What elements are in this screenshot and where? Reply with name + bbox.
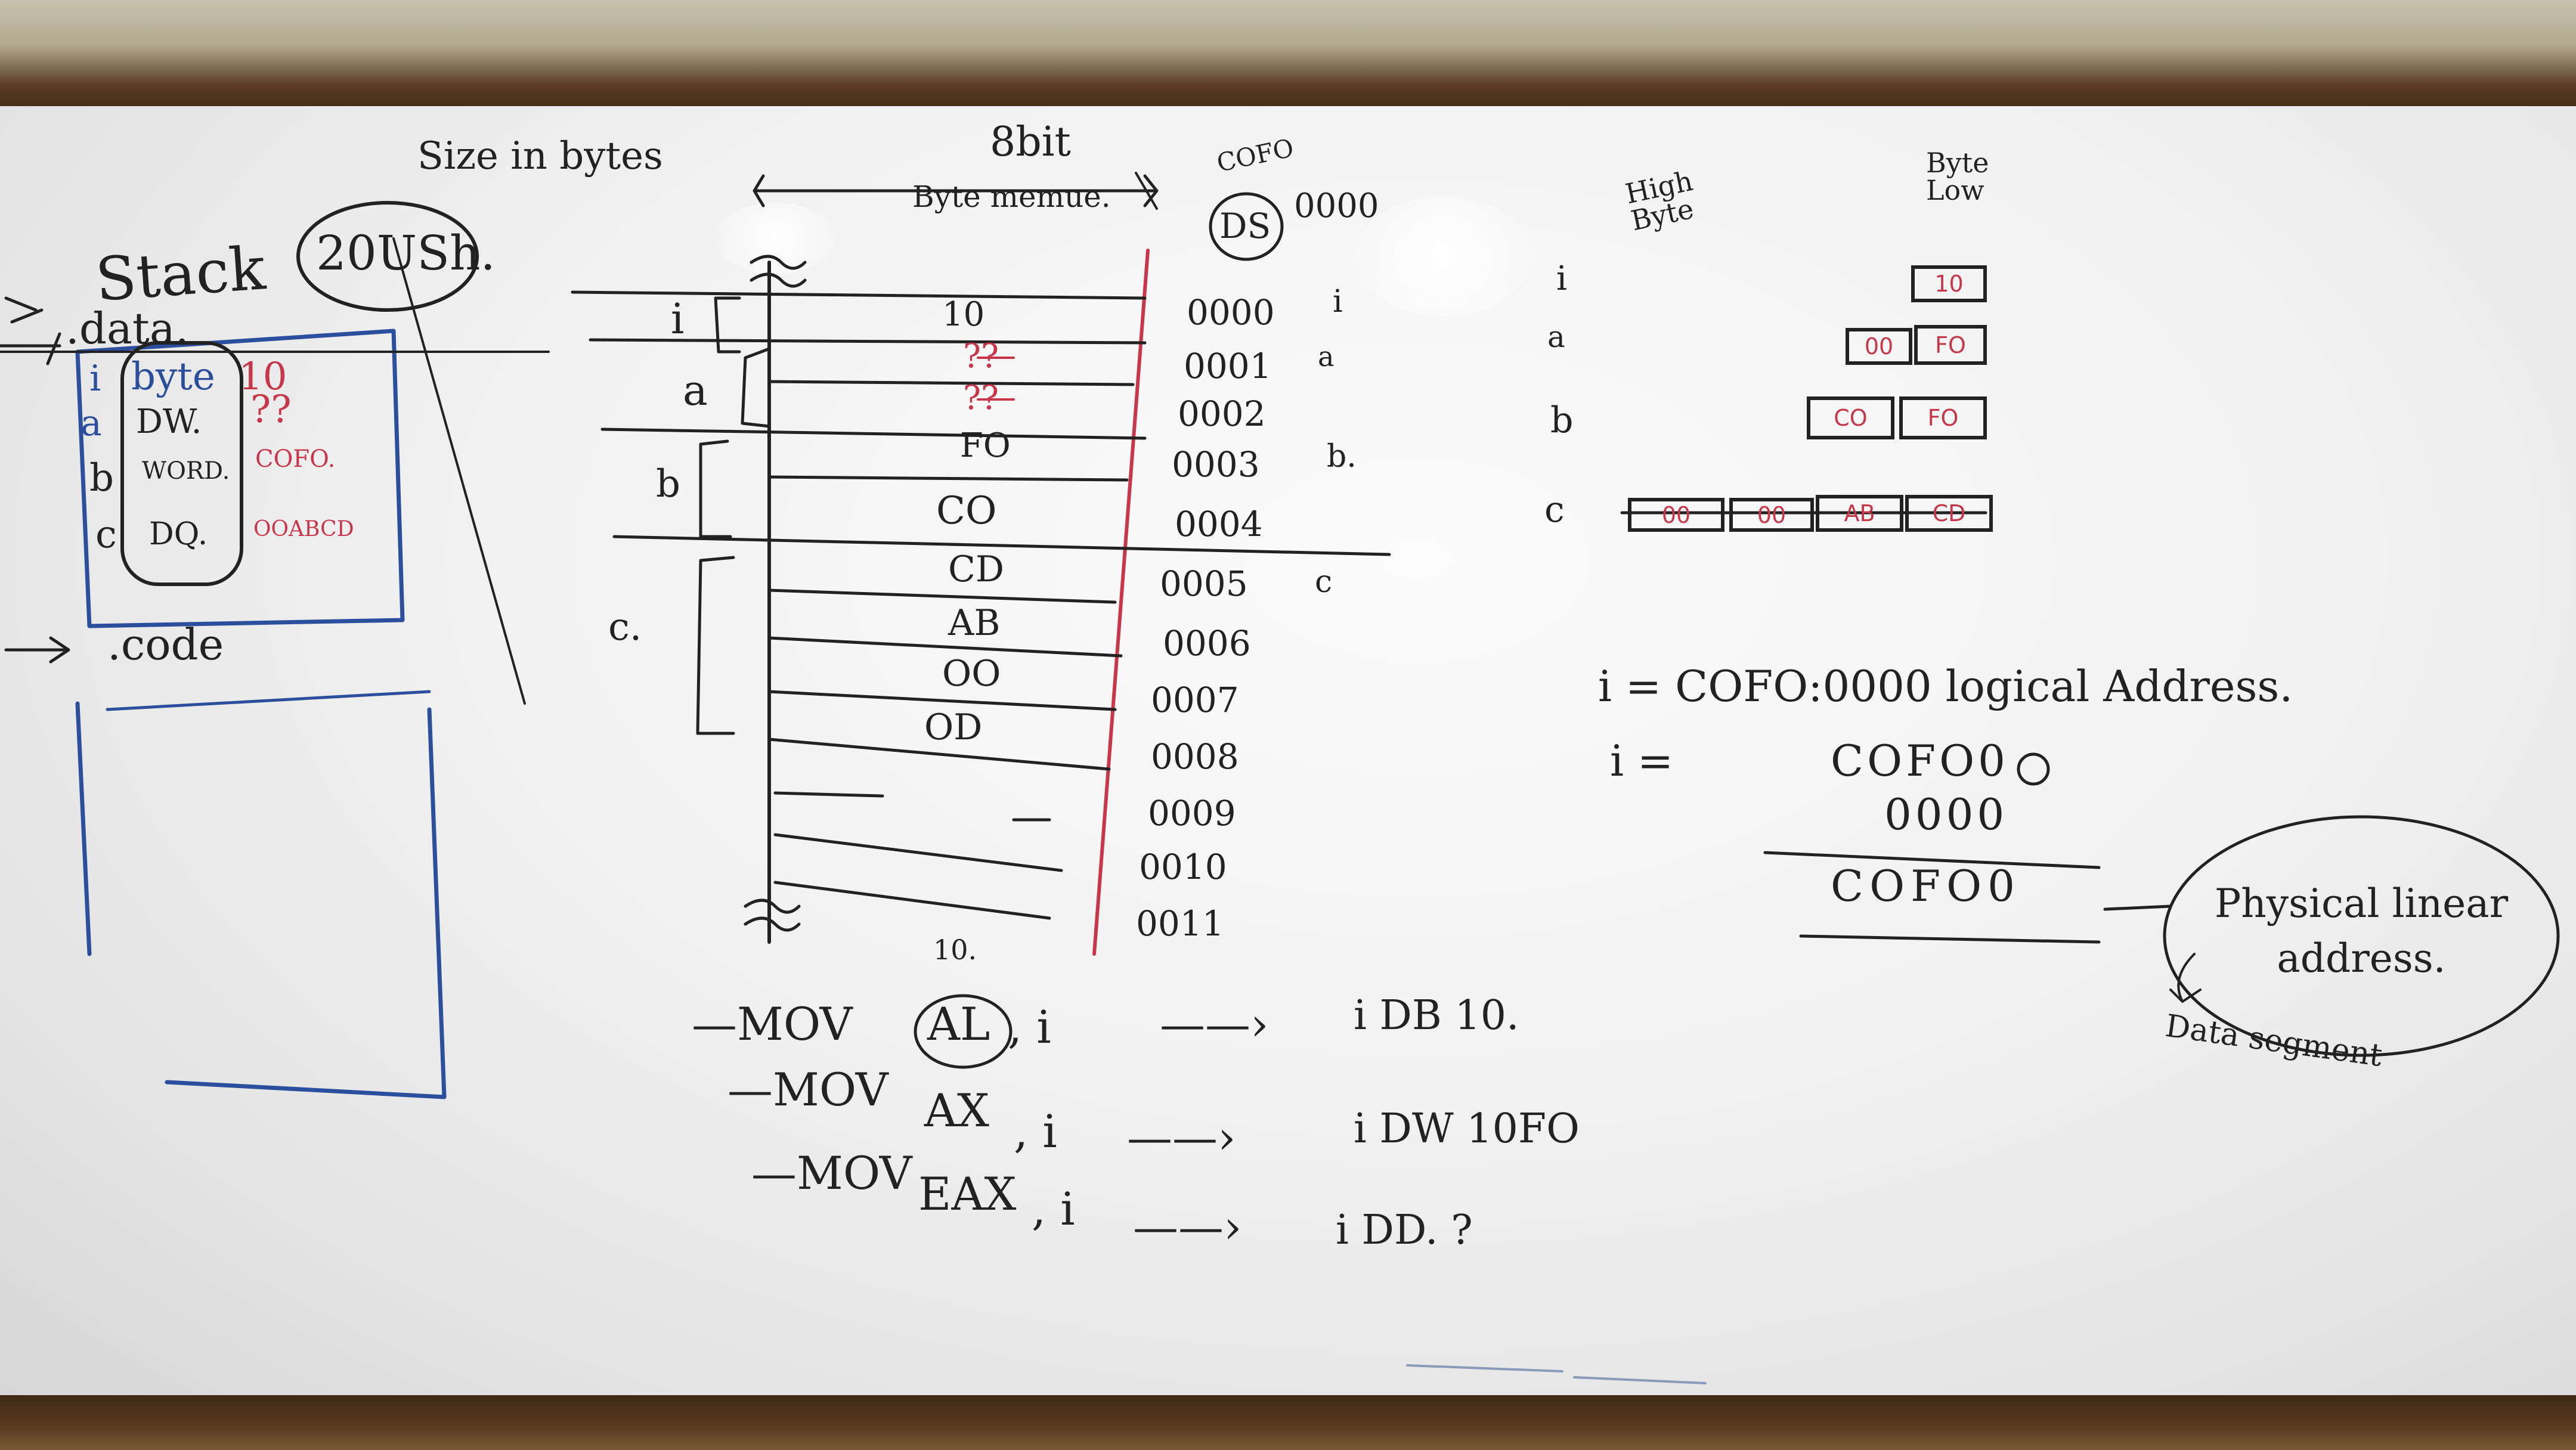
instruction-register: EAX xyxy=(918,1167,1017,1220)
instruction-arrow: ——› xyxy=(1127,1111,1236,1164)
memory-address: 0007 xyxy=(1151,680,1239,720)
memory-address: 0010 xyxy=(1139,847,1227,887)
memory-address: 0003 xyxy=(1172,444,1260,485)
decl-value-a: ?? xyxy=(250,388,292,432)
decl-value-i: 10 xyxy=(239,355,287,399)
byte-row-label-a: a xyxy=(1547,320,1565,354)
instruction-declaration: i DD. ? xyxy=(1336,1207,1473,1254)
memory-cell: 10 xyxy=(942,295,985,334)
instruction-mov: —MOV xyxy=(727,1063,888,1116)
byte-cell-i: 10 xyxy=(1911,265,1987,302)
decl-name-c: c xyxy=(95,513,117,557)
bracket-label-a: a xyxy=(683,366,708,415)
instruction-arrow: ——› xyxy=(1133,1200,1242,1253)
memory-address: 0011 xyxy=(1136,903,1224,944)
right-label-a: a xyxy=(1318,340,1335,373)
memory-cell: ?? xyxy=(963,337,999,376)
decl-type-i: byte xyxy=(131,355,215,399)
low-byte-label: Byte Low xyxy=(1926,147,1989,206)
instruction-operand: , i xyxy=(1008,1000,1051,1054)
instruction-mov: —MOV xyxy=(751,1147,912,1200)
size-value: 20USh. xyxy=(316,225,496,281)
ds-label: DS xyxy=(1219,206,1271,246)
memory-address: 0000 xyxy=(1187,292,1275,333)
stack-label: Stack xyxy=(93,233,268,315)
memory-address: 0006 xyxy=(1163,623,1251,664)
memory-address: 0008 xyxy=(1151,736,1239,777)
decl-name-a: a xyxy=(80,402,102,444)
byte-cell-b: CO xyxy=(1807,396,1894,439)
bracket-label-i: i xyxy=(671,295,685,343)
byte-cell-c: 00 xyxy=(1628,498,1724,532)
byte-cell-b: FO xyxy=(1899,396,1987,439)
memory-cell: AB xyxy=(948,602,1001,644)
decl-type-c: DQ. xyxy=(149,516,208,552)
decl-type-a: DW. xyxy=(136,402,202,441)
decl-type-b: WORD. xyxy=(142,457,230,485)
memory-cell: CD xyxy=(948,549,1005,590)
instruction-declaration: i DW 10FO xyxy=(1354,1105,1580,1152)
physical-address-note: Physical linear address. xyxy=(2214,881,2509,982)
instruction-arrow: ——› xyxy=(1160,997,1269,1051)
byte-row-label-c: c xyxy=(1544,489,1565,531)
decl-value-b: COFO. xyxy=(255,445,336,473)
right-label-c: c xyxy=(1315,564,1333,600)
data-label: .data. xyxy=(66,303,189,354)
decl-name-b: b xyxy=(89,456,114,500)
byte-row-label-i: i xyxy=(1556,259,1567,298)
byte-cell-c: CD xyxy=(1905,495,1993,532)
whiteboard-frame-top xyxy=(0,0,2576,113)
calc-line-2: i = xyxy=(1610,736,1674,786)
memory-address: 0004 xyxy=(1175,504,1263,544)
memory-cell: FO xyxy=(960,426,1011,465)
high-byte-label: High Byte xyxy=(1622,164,1696,237)
calc-result: COFO0 xyxy=(1831,861,2021,911)
memory-cell: OD xyxy=(924,707,983,748)
instruction-register: AX xyxy=(924,1084,989,1137)
byte-cell-c: AB xyxy=(1816,495,1903,532)
whiteboard-frame-bottom xyxy=(0,1395,2576,1450)
size-in-bytes-note: Size in bytes xyxy=(417,134,663,178)
byte-cell-a: FO xyxy=(1914,325,1987,365)
byte-cell-c: 00 xyxy=(1729,498,1814,532)
byte-row-label-b: b xyxy=(1550,399,1574,441)
memory-address: 0005 xyxy=(1160,563,1248,604)
bracket-label-b: b xyxy=(656,462,680,506)
memory-address: 0002 xyxy=(1178,394,1266,434)
memory-bits-label: 8bit xyxy=(990,119,1071,166)
memory-header-label: Byte memue. xyxy=(912,179,1111,214)
code-label: .code xyxy=(107,619,224,670)
calc-operand-1: COFO0 xyxy=(1831,736,2009,786)
al-note: 10. xyxy=(933,934,977,966)
logical-address-line: i = COFO:0000 logical Address. xyxy=(1598,661,2293,711)
bracket-label-c: c. xyxy=(608,605,642,649)
instruction-operand: , i xyxy=(1032,1182,1075,1235)
instruction-register: AL xyxy=(927,997,990,1051)
instruction-mov: —MOV xyxy=(692,997,853,1051)
instruction-operand: , i xyxy=(1014,1105,1057,1158)
right-label-i: i xyxy=(1333,284,1343,320)
calc-operand-2: 0000 xyxy=(1884,789,2008,839)
light-glare xyxy=(716,203,835,274)
light-glare xyxy=(1354,197,1532,316)
memory-cell: OO xyxy=(942,653,1001,695)
memory-cell: CO xyxy=(936,489,997,533)
byte-cell-a: 00 xyxy=(1846,328,1912,365)
instruction-declaration: i DB 10. xyxy=(1354,992,1519,1039)
memory-address: 0009 xyxy=(1148,793,1236,834)
ds-value: 0000 xyxy=(1294,187,1379,225)
memory-address: 0001 xyxy=(1184,346,1272,386)
decl-value-c: OOABCD xyxy=(253,517,354,541)
right-label-b: b. xyxy=(1327,439,1357,475)
decl-name-i: i xyxy=(89,358,101,399)
memory-cell: ?? xyxy=(963,379,999,417)
